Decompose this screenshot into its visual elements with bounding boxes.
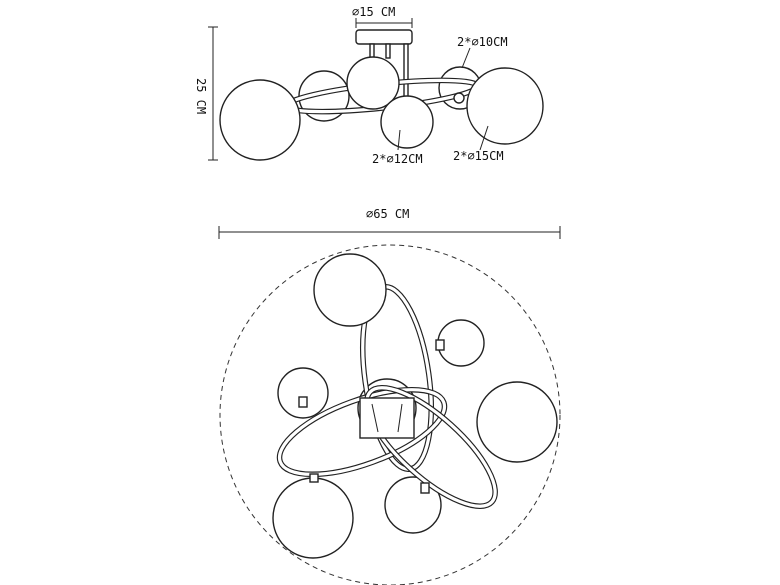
canopy-dimension: ⌀15 CM xyxy=(352,5,413,28)
globe-small-label: 2*⌀10CM xyxy=(457,35,508,49)
side-globe-large-left xyxy=(219,79,301,161)
globe-medium-label: 2*⌀12CM xyxy=(372,152,423,166)
side-view: ⌀15 CM 25 CM 2*⌀10CM 2*⌀12CM xyxy=(194,5,544,166)
top-view: ⌀65 CM xyxy=(218,207,561,585)
center-hub xyxy=(359,397,415,439)
socket-left xyxy=(298,396,308,408)
top-globe-left-small xyxy=(277,367,329,419)
top-globe-upper-large xyxy=(313,253,387,327)
canopy-diameter-label: ⌀15 CM xyxy=(352,5,395,19)
mount-rod-center xyxy=(385,43,391,59)
ceiling-canopy xyxy=(355,29,413,45)
socket-lower-left xyxy=(309,473,319,483)
overall-diameter-label: ⌀65 CM xyxy=(366,207,409,221)
socket-bottom xyxy=(420,482,430,494)
top-globe-right-large xyxy=(476,381,558,463)
overall-diameter-dimension: ⌀65 CM xyxy=(218,207,561,239)
height-dimension: 25 CM xyxy=(194,26,218,161)
overall-diameter-outline xyxy=(219,244,561,585)
side-globe-front xyxy=(380,95,434,149)
side-globe-top xyxy=(346,56,400,110)
top-globe-lower-left-large xyxy=(272,477,354,559)
side-globe-large-right xyxy=(466,67,544,145)
top-globe-upper-right-small xyxy=(437,319,485,367)
mount-rod-right xyxy=(403,43,409,101)
side-socket xyxy=(453,92,465,104)
socket-upper-right xyxy=(435,339,445,351)
height-label: 25 CM xyxy=(194,78,208,114)
globe-large-label: 2*⌀15CM xyxy=(453,149,504,163)
